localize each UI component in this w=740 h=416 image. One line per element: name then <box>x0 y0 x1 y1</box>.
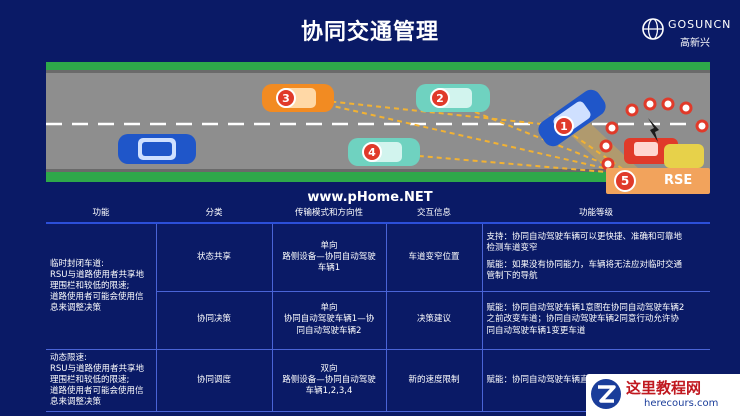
svg-text:3: 3 <box>282 92 290 105</box>
svg-text:2: 2 <box>436 92 444 105</box>
rse-unit: 5 RSE <box>606 168 710 194</box>
table-row: 临时封闭车道: RSU与道路使用者共享地 理围栏和较低的限速; 道路使用者可能会… <box>46 223 710 350</box>
table-header-row: 功能 分类 传输模式和方向性 交互信息 功能等级 <box>46 206 710 224</box>
svg-text:1: 1 <box>560 120 568 133</box>
category-cell: 协同调度 <box>156 349 273 412</box>
traffic-scene: 1 2 3 4 <box>46 62 710 182</box>
car-3 <box>262 84 334 112</box>
svg-text:4: 4 <box>368 146 376 159</box>
table-row: 协同决策 单向 协同自动驾驶车辆1—协 同自动驾驶车辆2 决策建议 赋能：协同自… <box>46 291 710 350</box>
crash-scene <box>599 97 709 171</box>
badge-2: 2 <box>430 88 450 108</box>
transmission-cell: 双向 路侧设备—协同自动驾驶 车辆1,2,3,4 <box>272 349 387 412</box>
transmission-cell: 单向 协同自动驾驶车辆1—协 同自动驾驶车辆2 <box>272 291 387 350</box>
badge-1: 1 <box>554 116 574 136</box>
header-level: 功能等级 <box>482 206 710 224</box>
page-title: 协同交通管理 <box>300 20 439 45</box>
badge-5: 5 <box>614 170 636 192</box>
function-cell-2: 动态限速: RSU与道路使用者共享地 理围栏和较低的限速; 道路使用者可能会使用… <box>46 349 157 412</box>
corner-brand[interactable]: 这里教程网 herecours.com <box>586 374 740 416</box>
brand-z-icon <box>591 379 621 409</box>
impact-icon <box>648 118 659 142</box>
blue-car <box>118 134 196 164</box>
logo-text-cn: 高新兴 <box>680 38 710 49</box>
rse-label: RSE <box>664 173 693 188</box>
transmission-cell: 单向 路侧设备—协同自动驾驶 车辆1 <box>272 223 387 292</box>
header-transmission: 传输模式和方向性 <box>272 206 386 224</box>
level-cell: 赋能：协同自动驾驶车辆1意图在协同自动驾驶车辆2 之前改变车道；协同自动驾驶车辆… <box>482 291 710 350</box>
category-cell: 协同决策 <box>156 291 273 350</box>
crashed-car-yellow <box>664 144 704 168</box>
company-logo: GOSUNCN 高新兴 <box>640 14 730 54</box>
watermark: www.pHome.NET <box>307 190 433 205</box>
header-info: 交互信息 <box>386 206 482 224</box>
logo-text-en: GOSUNCN <box>668 18 732 31</box>
header-category: 分类 <box>156 206 272 224</box>
table-row: 动态限速: RSU与道路使用者共享地 理围栏和较低的限速; 道路使用者可能会使用… <box>46 349 710 412</box>
brand-name-cn: 这里教程网 <box>626 379 702 397</box>
upper-verge <box>46 62 710 70</box>
function-cell-1: 临时封闭车道: RSU与道路使用者共享地 理围栏和较低的限速; 道路使用者可能会… <box>46 223 157 350</box>
category-cell: 状态共享 <box>156 223 273 292</box>
info-cell: 新的速度限制 <box>386 349 483 412</box>
header-function: 功能 <box>46 206 156 224</box>
car-4 <box>348 138 420 166</box>
info-cell: 车道变窄位置 <box>386 223 483 292</box>
badge-4: 4 <box>362 142 382 162</box>
info-cell: 决策建议 <box>386 291 483 350</box>
logo-globe-icon <box>642 18 664 40</box>
function-table: 功能 分类 传输模式和方向性 交互信息 功能等级 临时封闭车道: RSU与道路使… <box>46 206 710 412</box>
v2x-links <box>297 97 631 175</box>
car-2 <box>416 84 490 112</box>
brand-url: herecours.com <box>644 398 719 409</box>
badge-3: 3 <box>276 88 296 108</box>
level-cell: 支持：协同自动驾驶车辆可以更快捷、准确和可靠地 检测车道变窄 赋能：如果没有协同… <box>482 223 710 292</box>
lower-verge <box>46 172 710 182</box>
